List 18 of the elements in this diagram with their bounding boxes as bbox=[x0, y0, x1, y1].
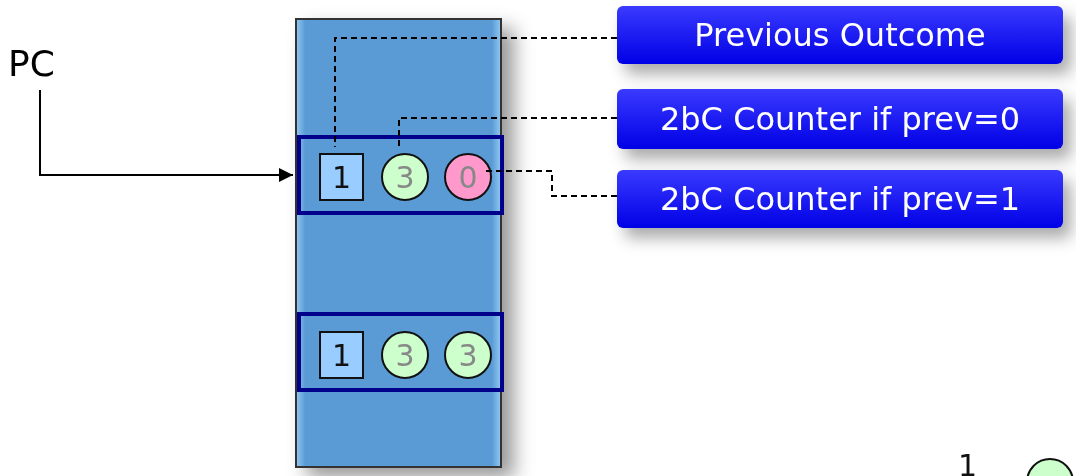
digit-label: 1 bbox=[958, 448, 978, 476]
pc-label: PC bbox=[8, 40, 78, 86]
counter-circle: 0 bbox=[444, 153, 492, 201]
table-row bbox=[297, 312, 504, 392]
counter-circle: 3 bbox=[444, 331, 492, 379]
counter-circle: 3 bbox=[381, 331, 429, 379]
table-row bbox=[297, 135, 504, 215]
leader-line bbox=[485, 170, 618, 197]
callout-label: Previous Outcome bbox=[617, 6, 1063, 64]
callout-label: 2bC Counter if prev=0 bbox=[617, 89, 1063, 149]
leader-line bbox=[334, 37, 618, 148]
bit-box: 1 bbox=[319, 331, 364, 379]
bit-box: 1 bbox=[319, 153, 364, 201]
leader-line bbox=[398, 117, 618, 148]
table-box bbox=[295, 18, 502, 468]
arrow bbox=[39, 89, 294, 182]
callout-label: 2bC Counter if prev=1 bbox=[617, 170, 1063, 228]
counter-circle: 3 bbox=[381, 153, 429, 201]
